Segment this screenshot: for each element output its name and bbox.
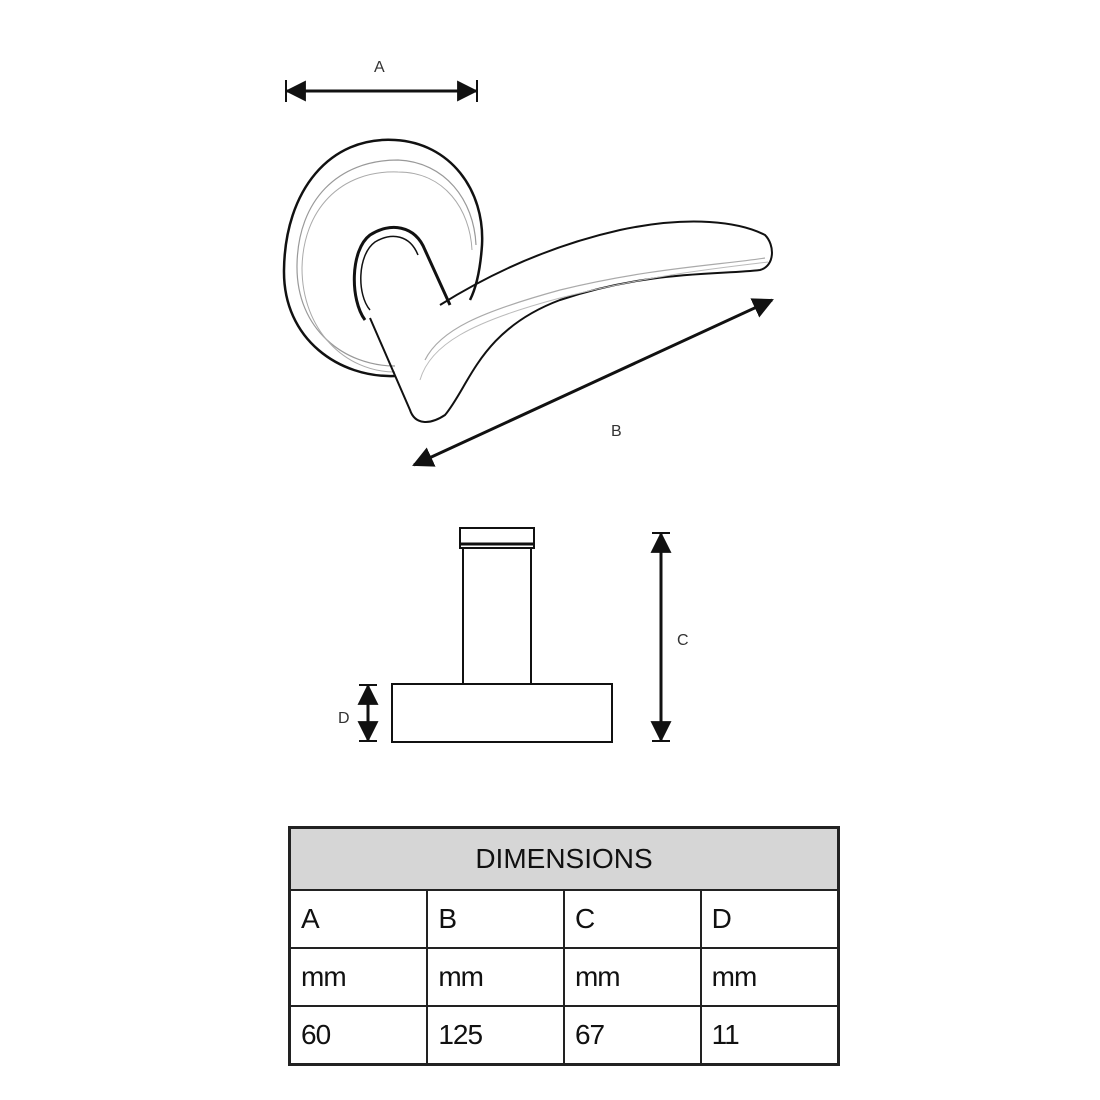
header-b: B [426,889,565,949]
table-title: DIMENSIONS [288,826,840,890]
header-a: A [288,889,429,949]
lever-side-view [391,527,613,743]
value-a: 60 [288,1005,429,1066]
label-a: A [374,59,385,76]
label-b: B [611,423,622,440]
unit-d: mm [699,947,840,1007]
table-row-values: 60 125 67 11 [288,1005,840,1066]
table-row-headers: A B C D [288,889,840,949]
value-c: 67 [562,1005,702,1066]
unit-a: mm [288,947,429,1007]
lever-perspective [282,138,773,423]
header-c: C [562,889,702,949]
value-b: 125 [426,1005,565,1066]
dimension-a: A [284,59,479,102]
lever-handle-diagram: A B C D [282,59,774,743]
dimension-c: C [650,531,689,743]
label-d: D [338,710,350,727]
label-c: C [677,632,689,649]
dimension-d: D [338,683,379,743]
value-d: 11 [699,1005,840,1066]
dimension-b: B [412,298,774,467]
unit-c: mm [562,947,702,1007]
table-row-units: mm mm mm mm [288,947,840,1007]
unit-b: mm [426,947,565,1007]
header-d: D [699,889,840,949]
dimensions-table: DIMENSIONS A B C D mm mm mm mm 60 125 67… [288,826,840,1066]
